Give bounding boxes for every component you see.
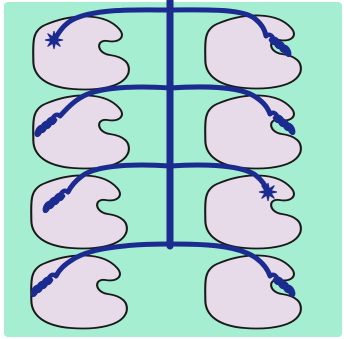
nerve-ending-burst-row1-left [45,31,63,49]
nerve-ending-burst-row3-right [259,183,277,201]
